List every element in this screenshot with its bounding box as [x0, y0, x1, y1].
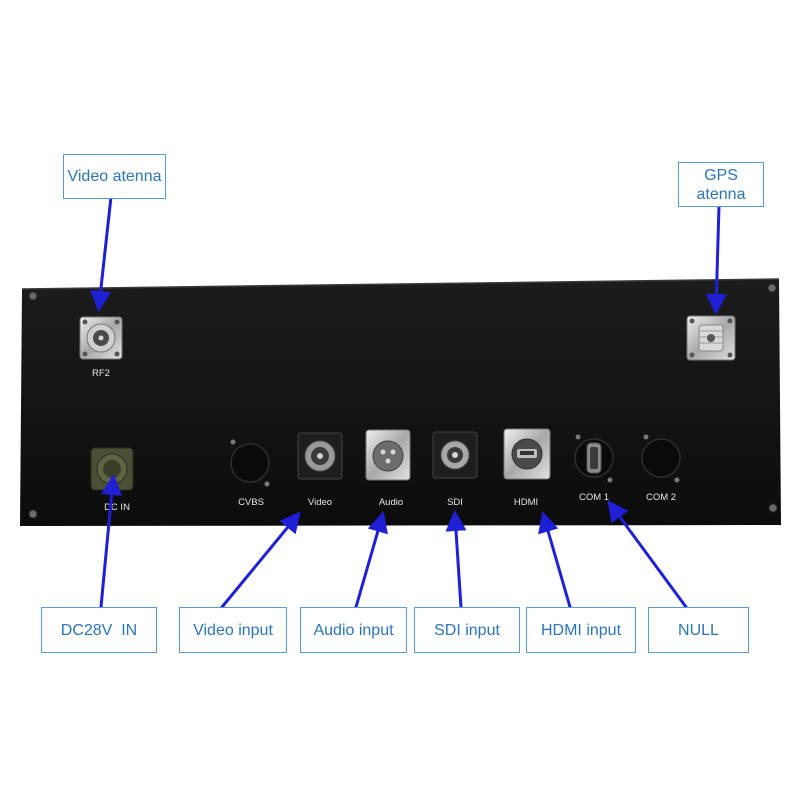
- com1-connector: [574, 434, 614, 483]
- arrow-hdmi-input: [538, 511, 572, 609]
- com1-label: COM 1: [579, 492, 609, 503]
- rear-panel: [20, 279, 781, 526]
- callout-sdi-input: SDI input: [414, 607, 520, 653]
- callout-audio-input: Audio input: [300, 607, 407, 653]
- arrow-null: [607, 500, 688, 609]
- callout-hdmi-input: HDMI input: [526, 607, 636, 653]
- audio-label: Audio: [379, 497, 403, 508]
- sdi-label: SDI: [447, 497, 463, 508]
- sdi-bnc-connector: [432, 431, 478, 479]
- audio-xlr-connector: [365, 429, 411, 481]
- video-bnc-connector: [297, 432, 343, 480]
- video-label: Video: [308, 497, 332, 508]
- dc-in-label: DC IN: [104, 502, 130, 513]
- rf2-label: RF2: [92, 368, 110, 379]
- callout-dc-in: DC28V IN: [41, 607, 157, 653]
- hdmi-label: HDMI: [514, 497, 538, 508]
- com2-label: COM 2: [646, 492, 676, 503]
- arrow-gps-antenna: [705, 204, 727, 315]
- rf2-connector: [79, 316, 123, 360]
- panel-screws: [28, 283, 778, 519]
- arrow-audio-input: [354, 511, 388, 609]
- arrow-sdi-input: [445, 510, 467, 609]
- callout-video-input: Video input: [179, 607, 287, 653]
- cvbs-label: CVBS: [238, 497, 264, 508]
- callout-null: NULL: [648, 607, 749, 653]
- arrow-video-input: [220, 511, 301, 609]
- arrow-dc-in: [99, 474, 123, 609]
- callout-gps-antenna: GPS atenna: [678, 162, 764, 207]
- callout-video-antenna: Video atenna: [63, 154, 166, 199]
- gps-connector: [686, 315, 736, 361]
- cvbs-port: [230, 439, 270, 487]
- com2-port: [641, 434, 681, 483]
- hdmi-connector: [503, 428, 551, 480]
- arrow-video-antenna: [90, 195, 113, 312]
